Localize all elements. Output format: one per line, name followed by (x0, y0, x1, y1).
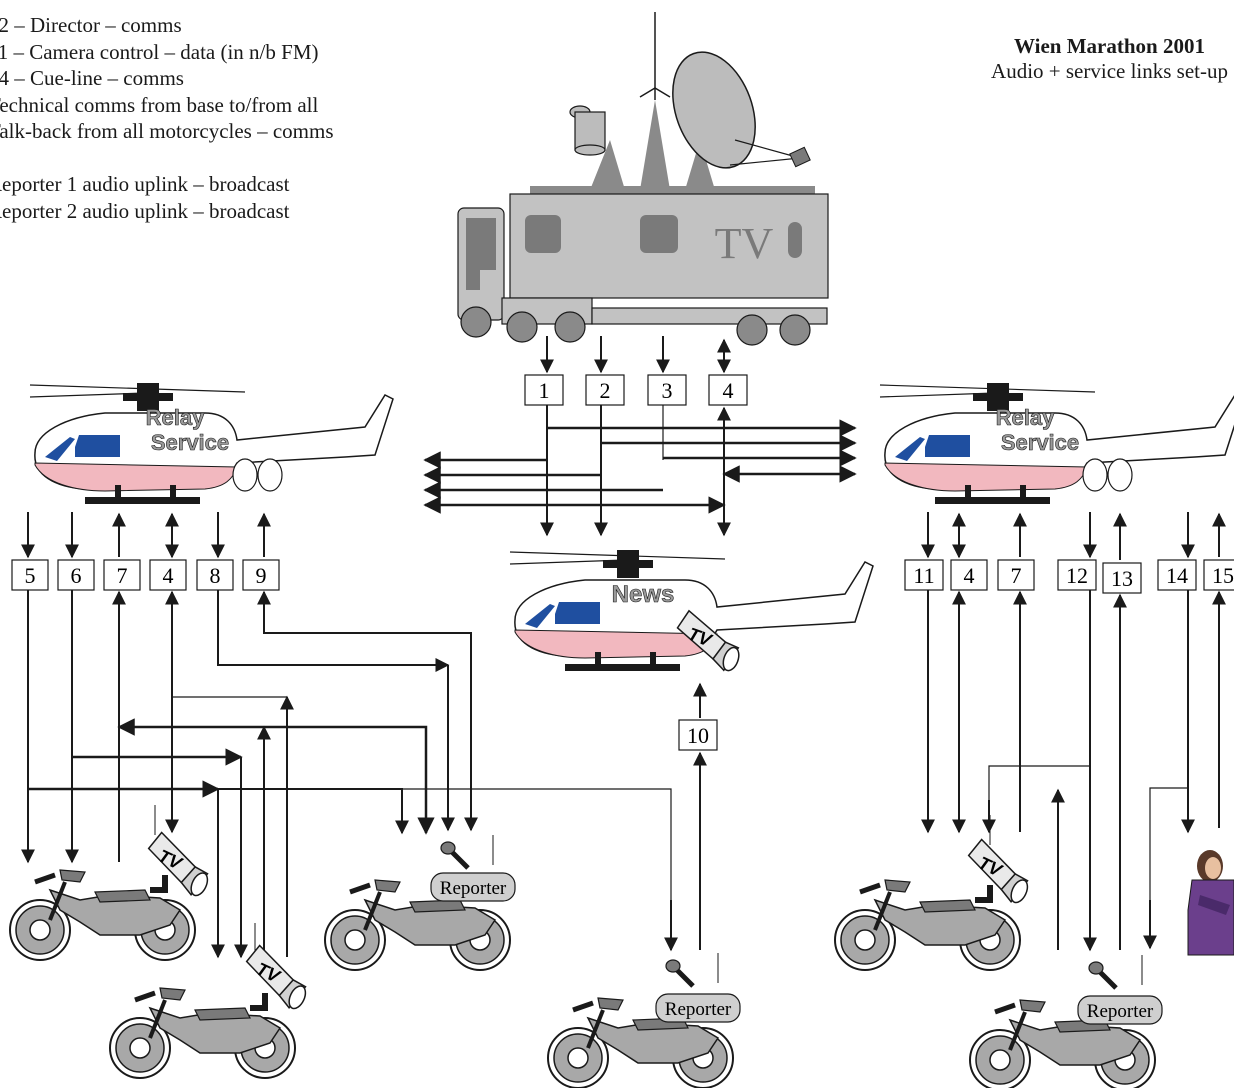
channel-box: 6 (71, 563, 82, 588)
legend-line: 11 – Camera control – data (in n/b FM) (0, 39, 319, 64)
diagram-title: Wien Marathon 2001 Audio + service links… (991, 34, 1228, 84)
channel-boxes-left: 5 6 7 4 8 9 (11, 559, 280, 591)
channel-box: 11 (913, 563, 934, 588)
links-left-ground (21, 590, 678, 959)
news-label: News (612, 581, 675, 608)
legend-line: Technical comms from base to/from all (0, 92, 319, 117)
legend-line: 14 – Cue-line – comms (0, 66, 184, 91)
channel-box: 3 (662, 378, 673, 403)
links-right-ground (921, 590, 1226, 952)
channel-box: 13 (1111, 566, 1133, 591)
channel-boxes-right: 11 4 7 12 13 14 15 (904, 559, 1234, 594)
channel-box: 1 (539, 378, 550, 403)
relay-label-1: Relay (996, 405, 1055, 430)
ob-van: TV (457, 12, 829, 346)
channel-box: 4 (723, 378, 734, 403)
relay-helicopter-right: Relay Service (879, 382, 1234, 505)
channel-boxes-top: 1 2 3 4 (524, 374, 748, 406)
channel-box: 10 (687, 723, 709, 748)
reporter-label: Reporter (1087, 1001, 1154, 1022)
ob-van-label: TV (715, 219, 774, 268)
channel-box-news: 10 (678, 719, 718, 751)
presenter-figure (1187, 850, 1234, 956)
links-right-heli (921, 512, 1226, 560)
channel-box: 12 (1066, 563, 1088, 588)
legend-line: Reporter 1 audio uplink – broadcast (0, 171, 290, 196)
channel-box: 9 (256, 563, 267, 588)
channel-box: 5 (25, 563, 36, 588)
title-subtitle: Audio + service links set-up (991, 59, 1228, 83)
channel-box: 4 (163, 563, 174, 588)
channel-box: 7 (1011, 563, 1022, 588)
channel-box: 15 (1212, 563, 1234, 588)
legend: 12 – Director – comms 11 – Camera contro… (0, 12, 334, 224)
camera-motorcycle-1: TV (10, 805, 220, 960)
camera-motorcycle-3: TV (835, 815, 1040, 970)
links-left-heli (21, 512, 271, 559)
channel-box: 2 (600, 378, 611, 403)
title-main: Wien Marathon 2001 (1014, 34, 1205, 58)
links-distribution (423, 405, 857, 537)
relay-label-2: Service (151, 430, 229, 455)
channel-box: 7 (117, 563, 128, 588)
channel-box: 14 (1166, 563, 1188, 588)
relay-label-2: Service (1001, 430, 1079, 455)
relay-label-1: Relay (146, 405, 205, 430)
reporter-motorcycle-1: Reporter (325, 835, 516, 970)
reporter-label: Reporter (440, 878, 507, 899)
news-helicopter: News TV (509, 549, 874, 675)
reporter-label: Reporter (665, 999, 732, 1020)
links-van (540, 336, 731, 374)
reporter-motorcycle-2: Reporter (548, 953, 741, 1088)
relay-helicopter-left: Relay Service (29, 382, 394, 505)
legend-line: 12 – Director – comms (0, 13, 182, 37)
channel-box: 8 (210, 563, 221, 588)
legend-line: Reporter 2 audio uplink – broadcast (0, 198, 290, 223)
channel-box: 4 (964, 563, 975, 588)
reporter-motorcycle-3: Reporter (970, 955, 1163, 1088)
legend-line: Talk-back from all motorcycles – comms (0, 119, 334, 144)
